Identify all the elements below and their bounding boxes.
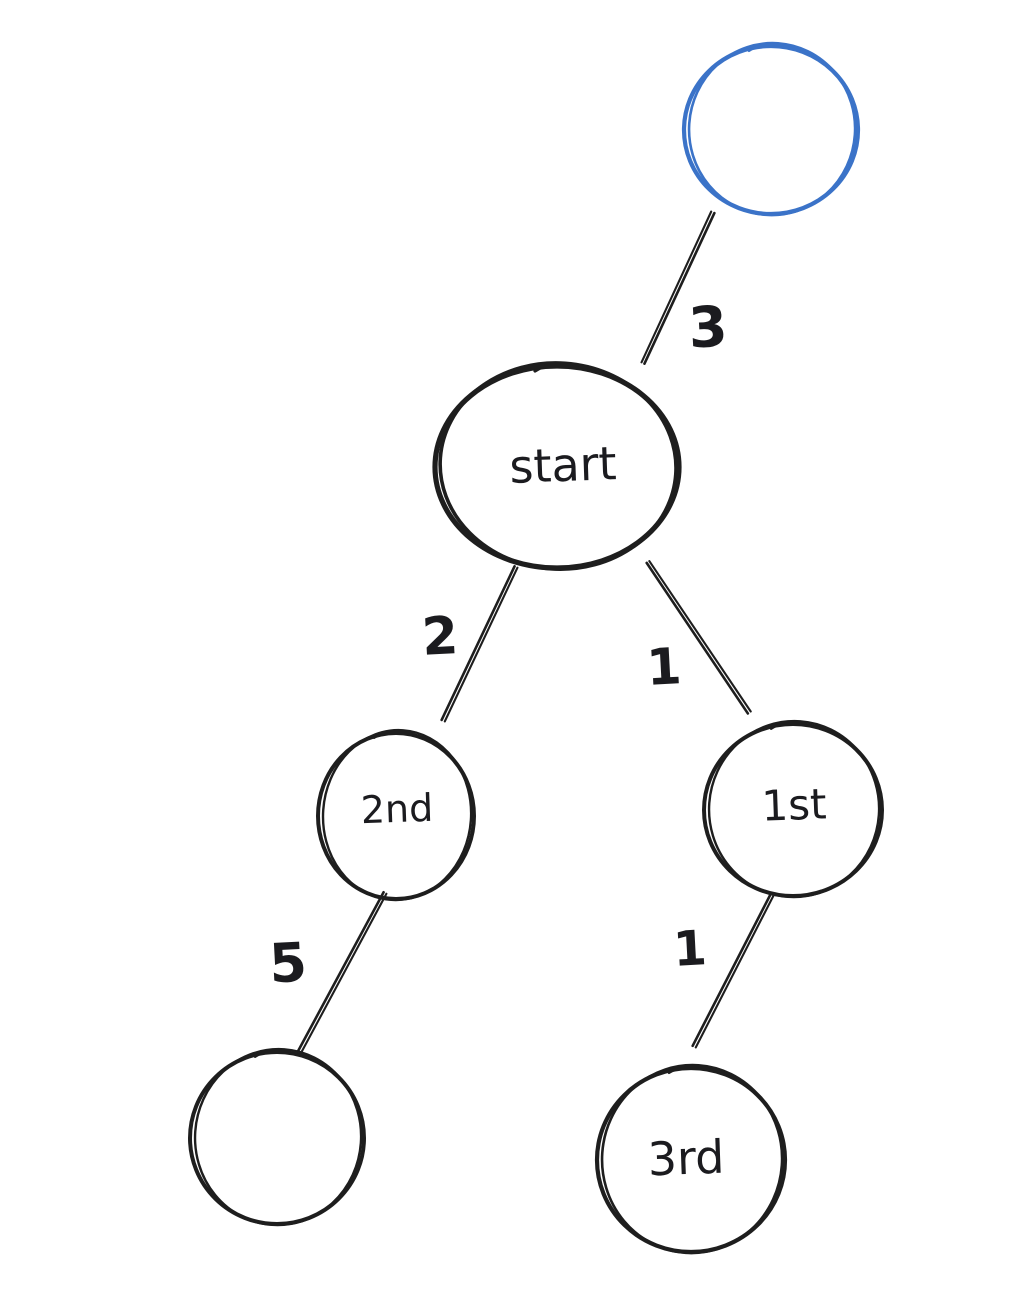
node-label: 3rd bbox=[647, 1130, 725, 1187]
node-start: start bbox=[432, 361, 682, 571]
edge-line bbox=[443, 566, 519, 723]
node-pen-flick bbox=[667, 1065, 713, 1075]
edge-weight-label: 5 bbox=[268, 931, 309, 996]
edge-weight-label: 3 bbox=[687, 295, 729, 362]
edge-weight-label: 1 bbox=[672, 920, 708, 978]
node-third: 3rd bbox=[594, 1063, 788, 1255]
node-circle-overstroke bbox=[193, 1047, 363, 1227]
node-label: 2nd bbox=[360, 786, 434, 832]
edge-line bbox=[648, 560, 752, 713]
edge-line bbox=[643, 211, 716, 365]
edge-line bbox=[691, 892, 772, 1048]
edge-start-blue: 3 bbox=[640, 210, 729, 365]
edge-line bbox=[645, 561, 750, 715]
edge-weight-label: 1 bbox=[645, 637, 683, 697]
edge-first-third: 1 bbox=[672, 892, 775, 1049]
edge-line bbox=[694, 894, 775, 1049]
node-circle-overstroke bbox=[687, 41, 857, 217]
node-pen-flick bbox=[747, 43, 793, 53]
node-second: 2nd bbox=[316, 728, 476, 902]
edge-line bbox=[299, 892, 388, 1055]
edge-line bbox=[440, 565, 516, 722]
node-circle-overstroke bbox=[600, 1063, 784, 1255]
node-first: 1st bbox=[702, 719, 884, 899]
node-circle-overstroke bbox=[707, 719, 881, 899]
edge-line bbox=[296, 890, 385, 1054]
edge-start-second: 2 bbox=[420, 565, 519, 723]
node-label: start bbox=[509, 436, 618, 494]
node-pen-flick bbox=[373, 730, 417, 739]
node-pen-flick bbox=[533, 362, 579, 373]
edge-start-first: 1 bbox=[645, 560, 752, 715]
node-label: 1st bbox=[761, 779, 828, 830]
edge-weight-label: 2 bbox=[420, 606, 459, 668]
edge-second-bottom-left: 5 bbox=[268, 890, 388, 1055]
edge-line bbox=[640, 210, 713, 364]
node-bottom-left bbox=[188, 1047, 366, 1227]
node-pen-flick bbox=[770, 721, 814, 730]
node-circle-overstroke bbox=[321, 728, 473, 902]
node-pen-flick bbox=[254, 1049, 298, 1058]
node-blue-node bbox=[681, 41, 861, 217]
